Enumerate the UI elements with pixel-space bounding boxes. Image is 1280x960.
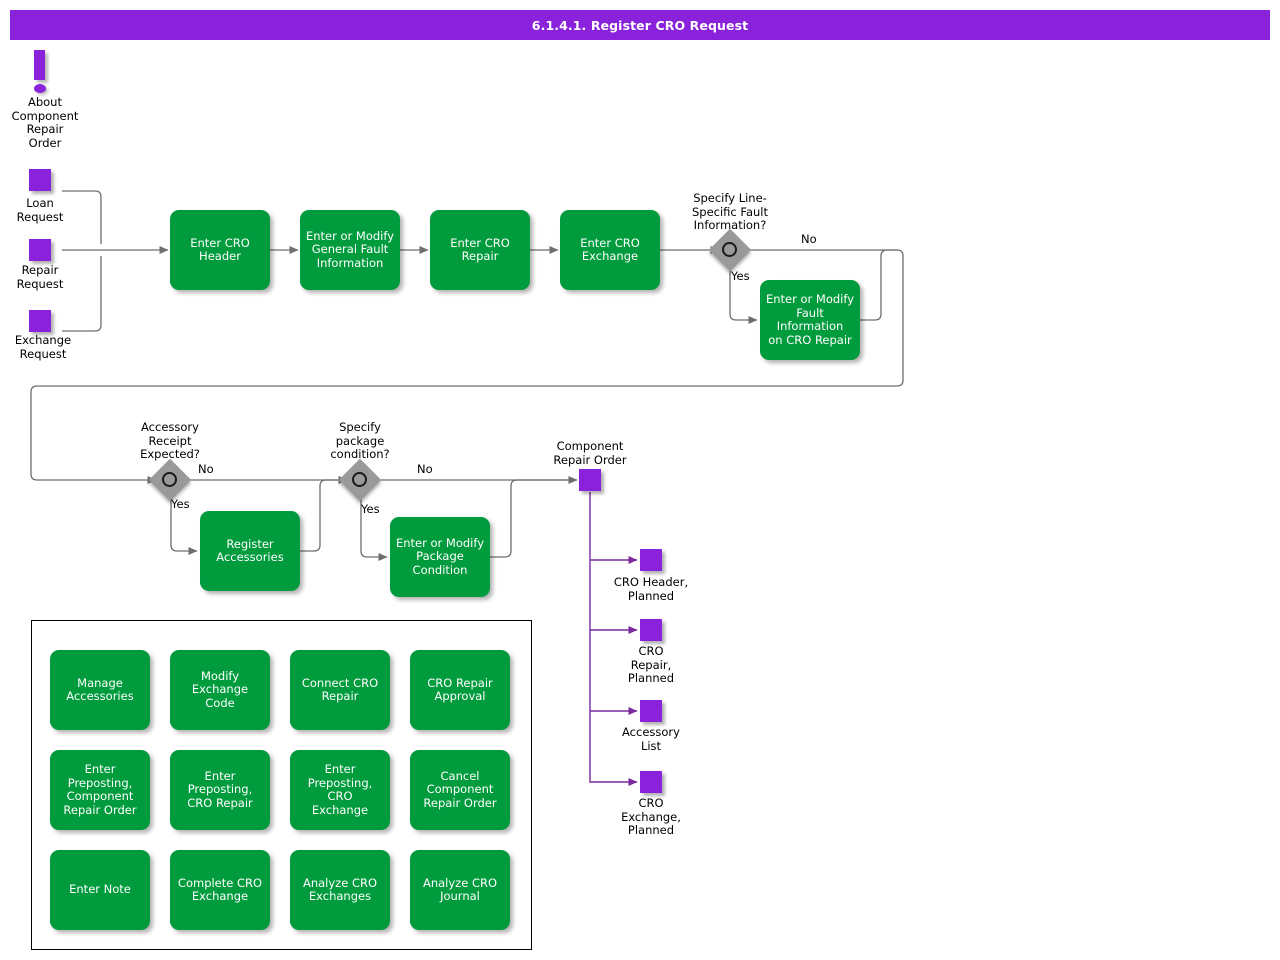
object-component-repair-order[interactable] (579, 469, 601, 491)
object-cro-exchange-planned[interactable] (640, 771, 662, 793)
object-loan-request[interactable] (29, 169, 51, 191)
decision-specify-package-condition-label: Specify package condition? (330, 420, 390, 461)
branch-label-yes-2: Yes (171, 497, 190, 511)
activity-analyze-cro-journal[interactable]: Analyze CRO Journal (410, 850, 510, 930)
activity-cro-repair-approval[interactable]: CRO Repair Approval (410, 650, 510, 730)
activity-enter-preposting-cro-repair[interactable]: Enter Preposting, CRO Repair (170, 750, 270, 830)
decision-accessory-receipt-expected-label: Accessory Receipt Expected? (140, 420, 200, 461)
object-loan-request-label: Loan Request (16, 196, 64, 224)
branch-label-yes-1: Yes (731, 269, 750, 283)
object-cro-header-planned-label: CRO Header, Planned (613, 575, 689, 603)
activity-register-accessories[interactable]: Register Accessories (200, 511, 300, 591)
object-cro-exchange-planned-label: CRO Exchange, Planned (621, 796, 681, 837)
activity-complete-cro-exchange[interactable]: Complete CRO Exchange (170, 850, 270, 930)
activity-enter-or-modify-fault-information-on-cro-repair[interactable]: Enter or Modify Fault Information on CRO… (760, 280, 860, 360)
activity-modify-exchange-code[interactable]: Modify Exchange Code (170, 650, 270, 730)
page-title: 6.1.4.1. Register CRO Request (10, 10, 1270, 40)
activity-enter-note[interactable]: Enter Note (50, 850, 150, 930)
activity-enter-cro-exchange[interactable]: Enter CRO Exchange (560, 210, 660, 290)
activity-cancel-component-repair-order[interactable]: Cancel Component Repair Order (410, 750, 510, 830)
activity-enter-cro-repair[interactable]: Enter CRO Repair (430, 210, 530, 290)
activity-manage-accessories[interactable]: Manage Accessories (50, 650, 150, 730)
object-cro-header-planned[interactable] (640, 549, 662, 571)
object-cro-repair-planned[interactable] (640, 619, 662, 641)
object-repair-request[interactable] (29, 239, 51, 261)
activity-enter-preposting-component-repair-order[interactable]: Enter Preposting, Component Repair Order (50, 750, 150, 830)
activity-enter-or-modify-package-condition[interactable]: Enter or Modify Package Condition (390, 517, 490, 597)
object-cro-repair-planned-label: CRO Repair, Planned (627, 644, 675, 685)
object-exchange-request[interactable] (29, 310, 51, 332)
branch-label-no-2: No (198, 462, 214, 476)
about-component-repair-order-label: About Component Repair Order (11, 95, 79, 150)
decision-ring-icon (162, 472, 177, 487)
related-activities-frame (31, 620, 532, 950)
activity-enter-cro-header[interactable]: Enter CRO Header (170, 210, 270, 290)
object-exchange-request-label: Exchange Request (14, 333, 72, 361)
exclamation-dot-icon (34, 84, 46, 93)
activity-enter-preposting-cro-exchange[interactable]: Enter Preposting, CRO Exchange (290, 750, 390, 830)
object-accessory-list[interactable] (640, 700, 662, 722)
branch-label-yes-3: Yes (361, 502, 380, 516)
exclamation-icon (34, 50, 45, 80)
decision-ring-icon (352, 472, 367, 487)
activity-enter-or-modify-general-fault-information[interactable]: Enter or Modify General Fault Informatio… (300, 210, 400, 290)
branch-label-no-1: No (801, 232, 817, 246)
decision-specify-line-specific-fault-information-label: Specify Line- Specific Fault Information… (691, 191, 768, 232)
activity-connect-cro-repair[interactable]: Connect CRO Repair (290, 650, 390, 730)
object-component-repair-order-label: Component Repair Order (553, 439, 627, 467)
branch-label-no-3: No (417, 462, 433, 476)
object-accessory-list-label: Accessory List (622, 725, 680, 753)
object-repair-request-label: Repair Request (16, 263, 64, 291)
activity-analyze-cro-exchanges[interactable]: Analyze CRO Exchanges (290, 850, 390, 930)
decision-ring-icon (722, 242, 737, 257)
